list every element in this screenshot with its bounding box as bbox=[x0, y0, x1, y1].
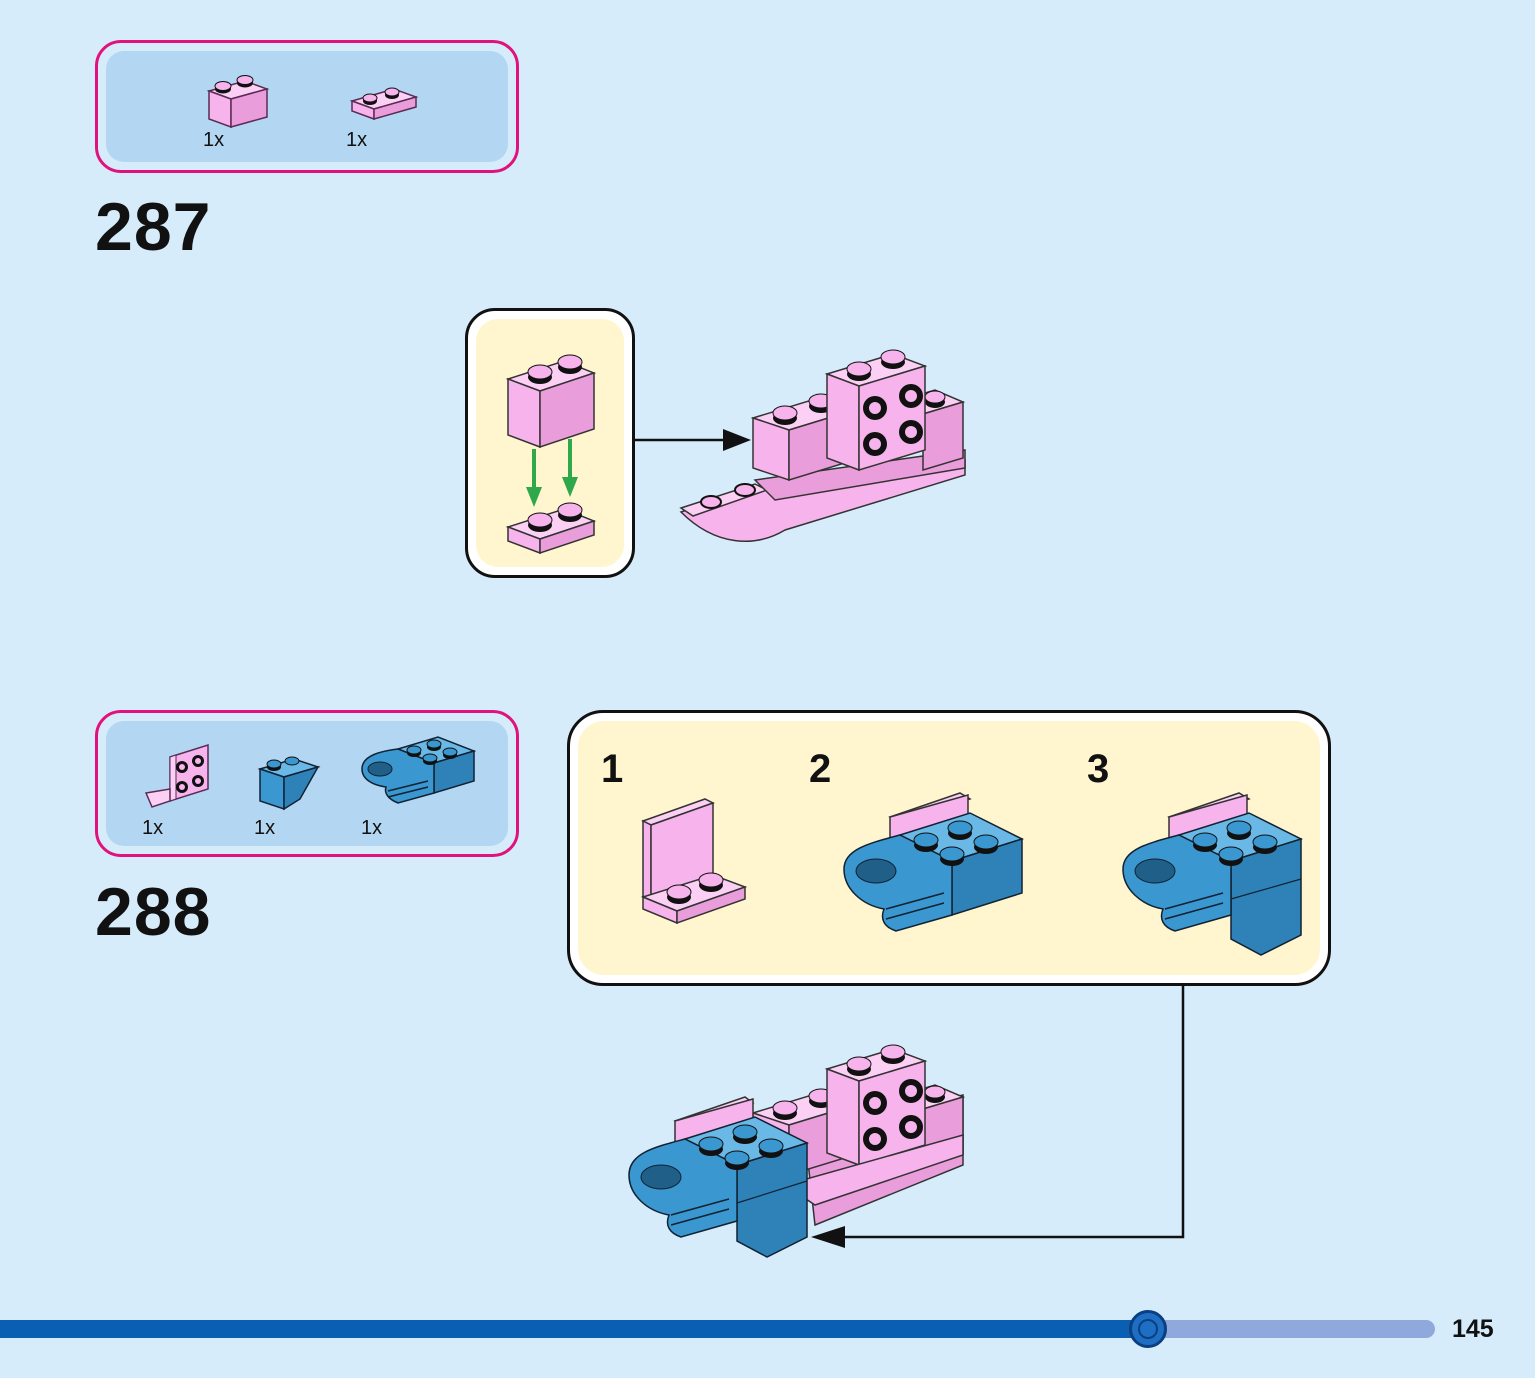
callout-arrow bbox=[635, 429, 751, 451]
callout-panel bbox=[476, 319, 624, 567]
pink-brick-1x2-icon bbox=[206, 75, 270, 129]
substep-2-diagram bbox=[843, 792, 1024, 932]
substep-3-diagram bbox=[1122, 792, 1303, 956]
model-assembly-287 bbox=[679, 349, 966, 542]
subassembly-diagram bbox=[505, 354, 597, 555]
subassembly-callout-288: 1 2 3 bbox=[567, 710, 1331, 986]
part-quantity: 1x bbox=[361, 817, 383, 839]
blue-clip-brick-icon bbox=[361, 736, 477, 804]
pink-bracket-icon bbox=[144, 743, 209, 808]
part-quantity: 1x bbox=[203, 129, 225, 151]
part-quantity: 1x bbox=[142, 817, 164, 839]
parts-list-287: 1x 1x bbox=[95, 40, 519, 173]
model-assembly-288 bbox=[628, 1044, 966, 1258]
part-quantity: 1x bbox=[346, 129, 368, 151]
callout-arrow bbox=[811, 985, 1185, 1248]
subassembly-callout-287 bbox=[465, 308, 635, 578]
parts-list-panel: 1x 1x bbox=[106, 51, 508, 162]
pink-plate-1x2-icon bbox=[349, 87, 419, 121]
progress-knob bbox=[1129, 1310, 1167, 1348]
page-number: 145 bbox=[1452, 1315, 1494, 1343]
substep-number-3: 3 bbox=[1087, 747, 1110, 791]
parts-list-panel: 1x 1x 1x bbox=[106, 721, 508, 846]
substep-number-2: 2 bbox=[809, 747, 832, 791]
substep-number-1: 1 bbox=[601, 747, 624, 791]
callout-panel: 1 2 3 bbox=[578, 721, 1320, 975]
substep-1-diagram bbox=[640, 798, 748, 925]
step-number-287: 287 bbox=[95, 189, 212, 265]
part-quantity: 1x bbox=[254, 817, 276, 839]
parts-list-288: 1x 1x 1x bbox=[95, 710, 519, 857]
step-number-288: 288 bbox=[95, 874, 212, 950]
blue-slope-icon bbox=[257, 756, 321, 811]
progress-fill bbox=[0, 1320, 1148, 1338]
